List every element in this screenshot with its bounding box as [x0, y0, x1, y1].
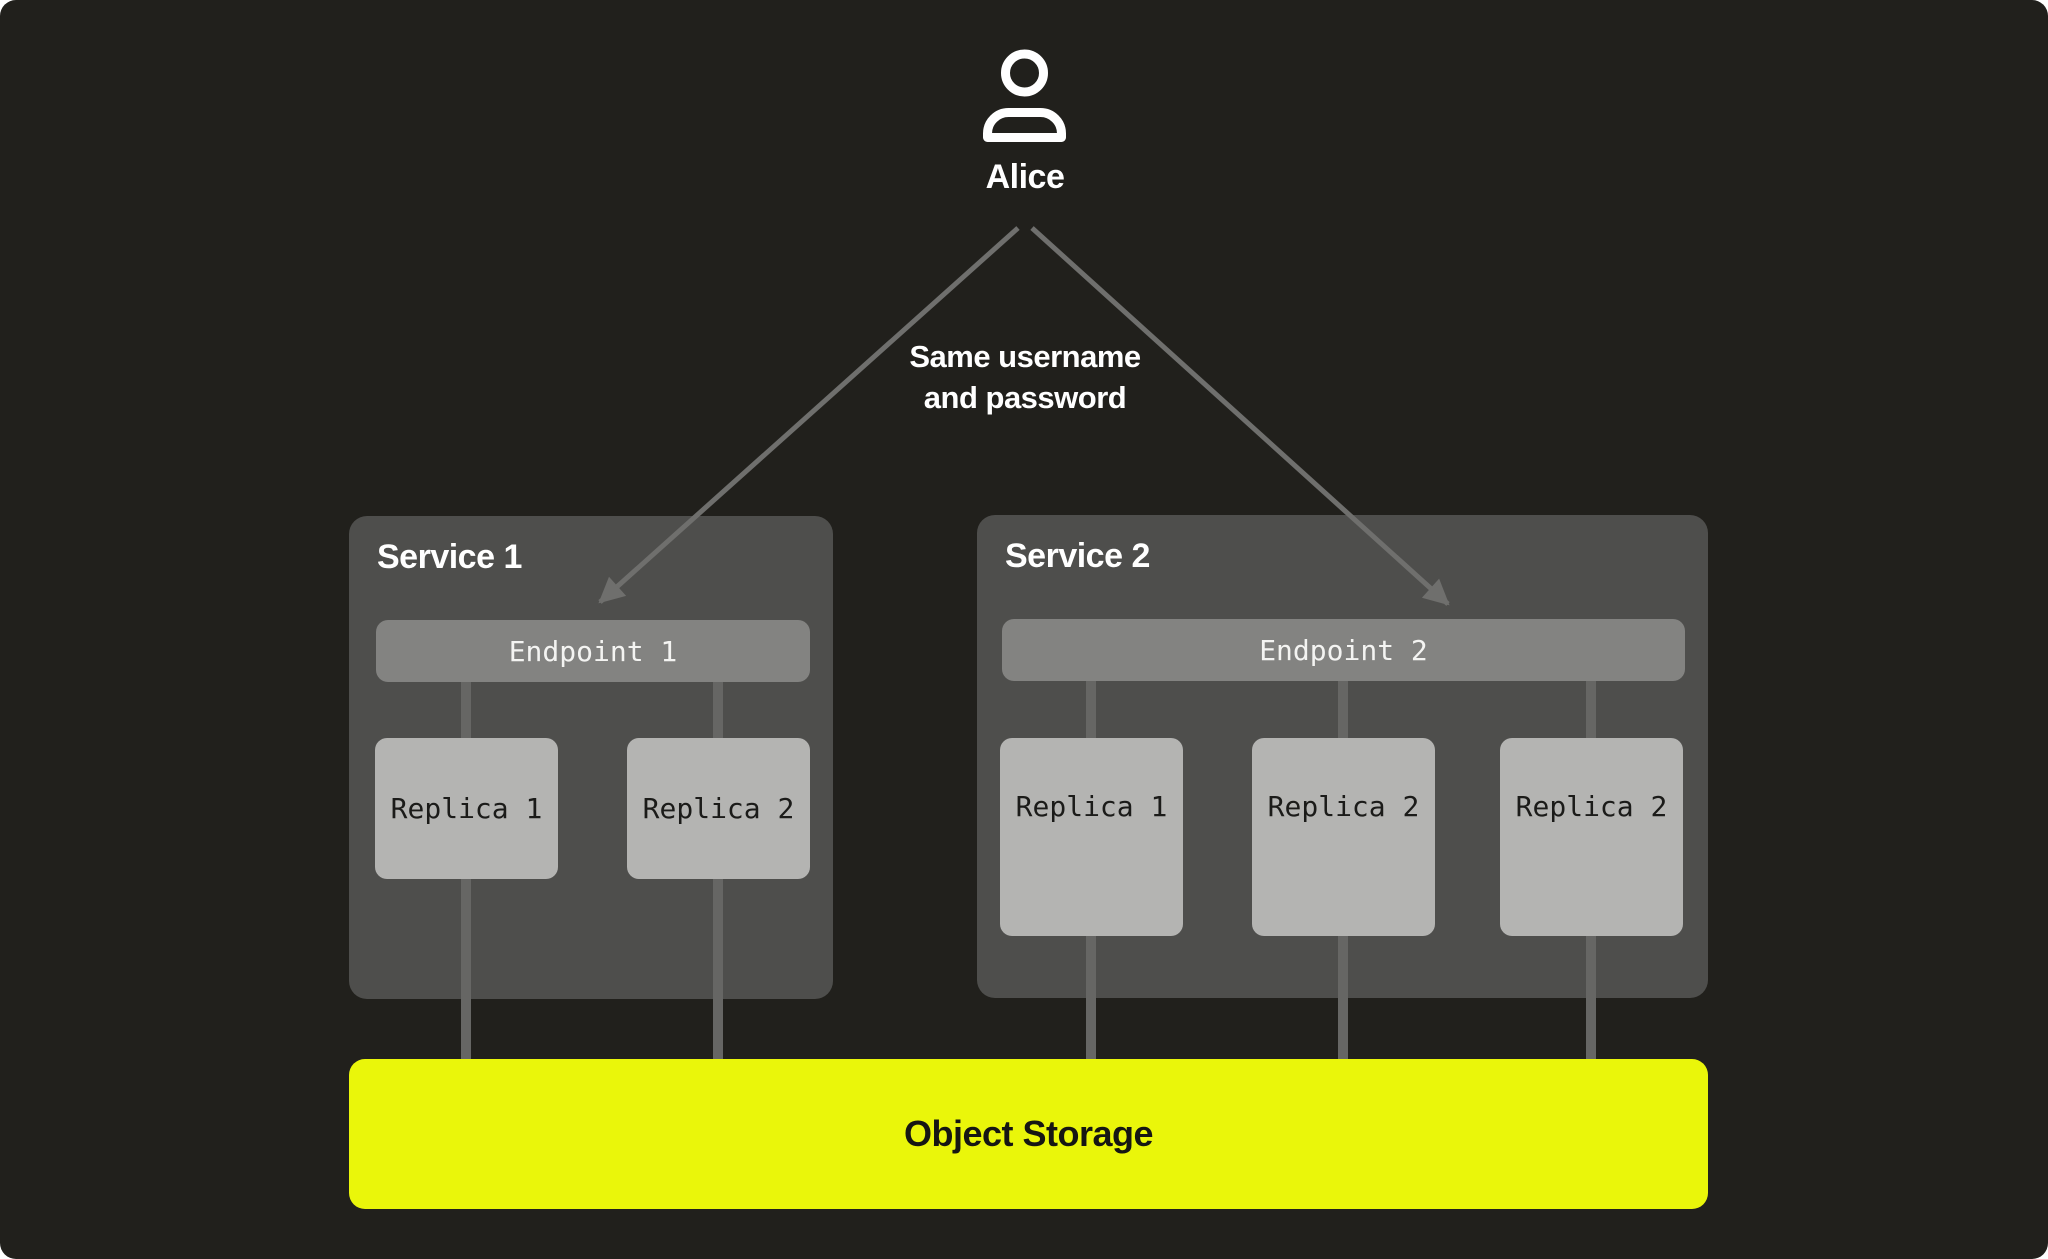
annotation-same-credentials: Same username and password	[765, 336, 1285, 418]
endpoint-bar-2: Endpoint 2	[1002, 619, 1685, 681]
replica-label: Replica 2	[1267, 790, 1420, 823]
replica-label: Replica 1	[390, 792, 543, 825]
service-2-title: Service 2	[1005, 537, 1150, 575]
service-1-replica-2: Replica 2	[627, 738, 810, 879]
endpoint-1-label: Endpoint 1	[508, 634, 678, 668]
object-storage-label: Object Storage	[903, 1113, 1154, 1154]
user-label: Alice	[985, 158, 1065, 196]
person-icon	[983, 49, 1066, 142]
endpoint-bar-1: Endpoint 1	[376, 620, 810, 682]
service-1-title: Service 1	[377, 538, 522, 576]
replica-label: Replica 2	[642, 792, 795, 825]
annotation-line-2: and password	[923, 380, 1127, 415]
annotation-line-1: Same username	[909, 339, 1141, 374]
object-storage-bar: Object Storage	[349, 1059, 1708, 1209]
service-2-replica-1: Replica 1	[1000, 738, 1183, 936]
service-2-replica-2: Replica 2	[1252, 738, 1435, 936]
service-2-replica-3: Replica 2	[1500, 738, 1683, 936]
user-alice	[979, 46, 1071, 146]
service-1-replica-1: Replica 1	[375, 738, 558, 879]
replica-label: Replica 2	[1515, 790, 1668, 823]
endpoint-2-label: Endpoint 2	[1259, 633, 1428, 667]
replica-label: Replica 1	[1015, 790, 1168, 823]
